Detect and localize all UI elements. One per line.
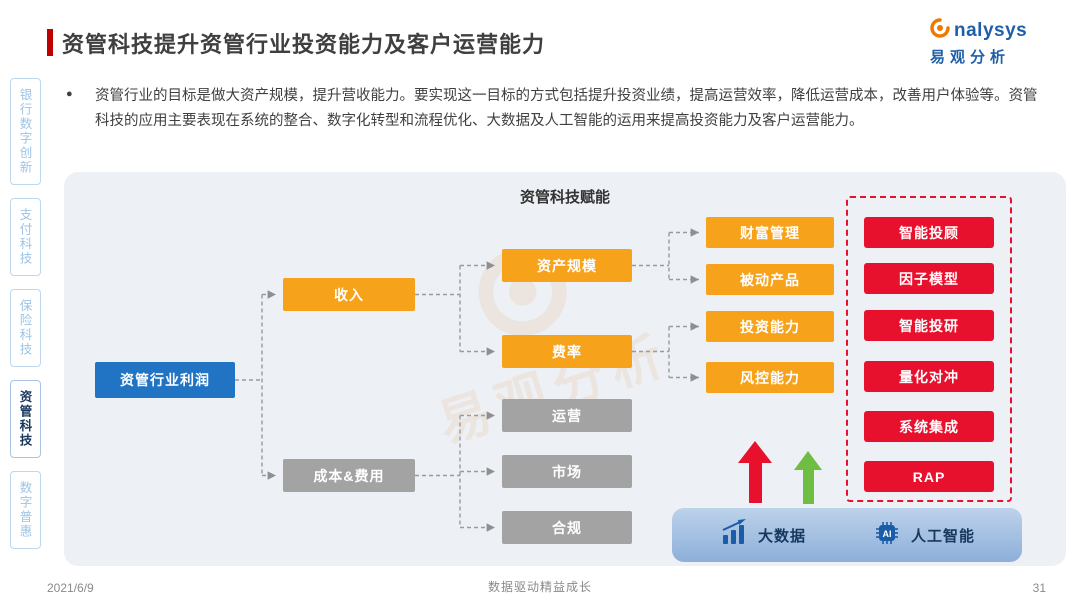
footer-page-number: 31 — [1032, 581, 1046, 595]
node-smart-advisory: 智能投顾 — [864, 217, 994, 248]
footer-date: 2021/6/9 — [47, 581, 94, 595]
diagram-title: 资管科技赋能 — [519, 189, 610, 206]
sidebar-item-asset-mgmt-tech[interactable]: 资管科技 — [9, 380, 41, 458]
page-title: 资管科技提升资管行业投资能力及客户运营能力 — [62, 32, 546, 57]
brand-logo: nalysys 易观分析 — [928, 16, 1046, 67]
node-cost-expense: 成本&费用 — [283, 459, 415, 492]
node-market: 市场 — [502, 455, 632, 488]
node-passive-products: 被动产品 — [706, 264, 834, 295]
node-income: 收入 — [283, 278, 415, 311]
node-industry-profit: 资管行业利润 — [95, 362, 235, 398]
node-system-integration: 系统集成 — [864, 411, 994, 442]
node-investment-ability: 投资能力 — [706, 311, 834, 342]
node-fee-rate: 费率 — [502, 335, 632, 368]
tech-dashed-frame — [846, 196, 1012, 502]
node-smart-research: 智能投研 — [864, 310, 994, 341]
red-up-arrow-icon — [738, 441, 772, 503]
title-accent-bar — [47, 29, 53, 56]
legend-label-ai: 人工智能 — [910, 527, 975, 545]
legend-item-big-data: 大数据 — [719, 518, 806, 553]
legend-item-ai: AI 人工智能 — [872, 518, 975, 553]
node-quant-hedging: 量化对冲 — [864, 361, 994, 392]
intro-paragraph: 资管行业的目标是做大资产规模，提升营收能力。要实现这一目标的方式包括提升投资业绩… — [95, 88, 1038, 129]
node-operations: 运营 — [502, 399, 632, 432]
node-compliance: 合规 — [502, 511, 632, 544]
green-up-arrow-icon — [794, 451, 822, 504]
sidebar-item-banking-digital[interactable]: 银行数字创新 — [9, 78, 41, 185]
bar-chart-icon — [719, 518, 749, 553]
legend-bar: 大数据 AI 人工智能 — [672, 508, 1022, 562]
node-rap: RAP — [864, 461, 994, 492]
ai-chip-icon: AI — [872, 518, 902, 553]
sidebar: 银行数字创新 支付科技 保险科技 资管科技 数字普惠 — [8, 78, 42, 549]
brand-name: nalysys — [954, 19, 1028, 41]
sidebar-item-digital-inclusion[interactable]: 数字普惠 — [9, 471, 41, 549]
footer-slogan: 数据驱动精益成长 — [487, 580, 592, 594]
node-wealth-management: 财富管理 — [706, 217, 834, 248]
node-factor-model: 因子模型 — [864, 263, 994, 294]
sidebar-item-payment-tech[interactable]: 支付科技 — [9, 198, 41, 276]
svg-text:AI: AI — [882, 529, 891, 539]
node-risk-control: 风控能力 — [706, 362, 834, 393]
logo-swirl-icon — [928, 16, 952, 45]
node-asset-scale: 资产规模 — [502, 249, 632, 282]
bullet-icon: ● — [66, 88, 73, 100]
brand-name-cn: 易观分析 — [930, 49, 1011, 66]
legend-label-big-data: 大数据 — [757, 527, 806, 545]
sidebar-item-insurance-tech[interactable]: 保险科技 — [9, 289, 41, 367]
